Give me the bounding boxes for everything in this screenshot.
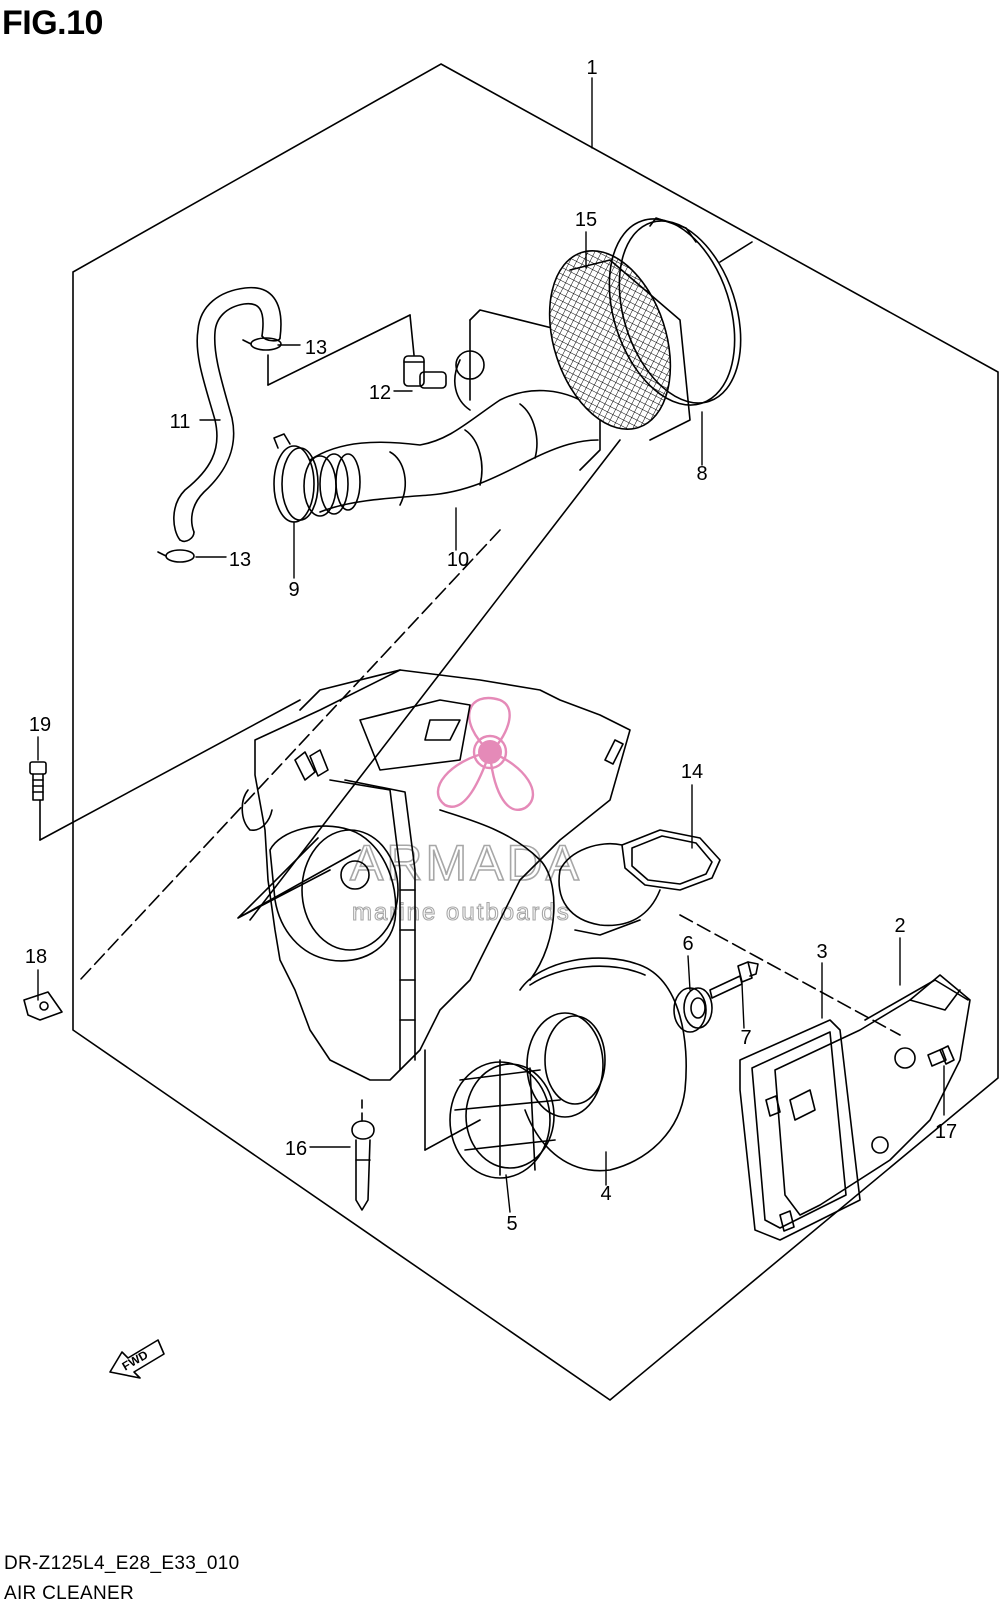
boot-clamp [273,433,319,523]
forward-direction-arrow [109,1339,165,1379]
air-cleaner-cover [774,974,971,1216]
cover-gasket [739,1019,861,1241]
callout-13-upper: 13 [305,337,327,359]
filter-cage [424,1049,561,1179]
callout-15: 15 [575,209,597,231]
diagram-caption: AIR CLEANER [4,1583,135,1604]
drain-plug [351,1099,375,1211]
callout-1: 1 [586,57,597,79]
watermark: ARMADA marine outboards [349,697,582,927]
watermark-logo-center [478,740,502,764]
air-cleaner-housing [237,669,631,1081]
callout-6: 6 [682,933,693,955]
hose-clamp-upper [242,337,282,351]
watermark-tagline: marine outboards [352,899,571,926]
callout-leaders [37,77,945,1213]
callout-12: 12 [369,382,391,404]
leader-boot-to-housing [249,439,621,921]
forward-direction-label: FWD [120,1347,151,1373]
callout-14: 14 [681,761,703,783]
callout-5: 5 [506,1213,517,1235]
callout-11: 11 [170,411,191,433]
callout-17: 17 [935,1121,957,1143]
housing-bolt [29,761,47,801]
callout-7: 7 [740,1027,751,1049]
callout-18: 18 [25,946,47,968]
elbow-fitting [267,314,447,389]
callout-9: 9 [288,579,299,601]
callout-4: 4 [600,1183,611,1205]
callout-3: 3 [816,941,827,963]
filter-element [519,957,687,1172]
callout-16: 16 [285,1138,307,1160]
grommet [673,987,713,1033]
hose-clamp-lower [157,549,195,563]
housing-clip [23,991,63,1021]
callout-8: 8 [696,463,707,485]
assembly-outline [72,63,999,1402]
leader-cover-to-housing [679,914,901,1036]
watermark-name: ARMADA [350,835,582,891]
model-code: DR-Z125L4_E28_E33_010 [4,1553,240,1574]
clamp-ring [608,217,753,406]
callout-2: 2 [894,915,905,937]
intake-snorkel [558,829,721,936]
callout-13-lower: 13 [229,549,251,571]
callout-10: 10 [447,549,469,571]
watermark-logo [436,697,535,811]
cover-screw [709,961,759,999]
leader-bolt-to-housing [39,699,301,841]
figure-title: FIG.10 [2,4,103,42]
leader-clamp-to-housing [79,529,501,981]
cover-bolt [927,1045,955,1067]
filter-screen [548,250,691,441]
callout-19: 19 [29,714,51,736]
